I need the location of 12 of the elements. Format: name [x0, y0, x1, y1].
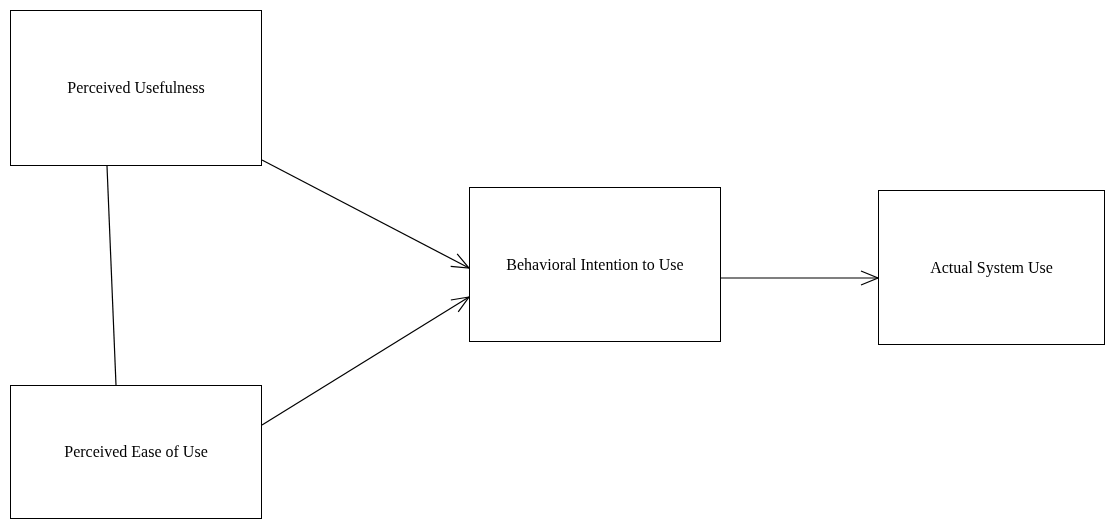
concept-box	[469, 187, 721, 342]
arrow	[261, 159, 470, 269]
concept-label: Behavioral Intention to Use	[506, 254, 684, 275]
arrow	[261, 296, 470, 426]
concept-label: Perceived Ease of Use	[64, 442, 208, 462]
concept-box	[10, 385, 262, 519]
concept-box	[10, 10, 262, 166]
concept-label: Actual System Use	[930, 257, 1053, 279]
arrow	[720, 270, 879, 286]
concept-label: Perceived Usefulness	[67, 78, 205, 98]
concept-box	[878, 190, 1105, 345]
connector-line	[106, 165, 117, 386]
